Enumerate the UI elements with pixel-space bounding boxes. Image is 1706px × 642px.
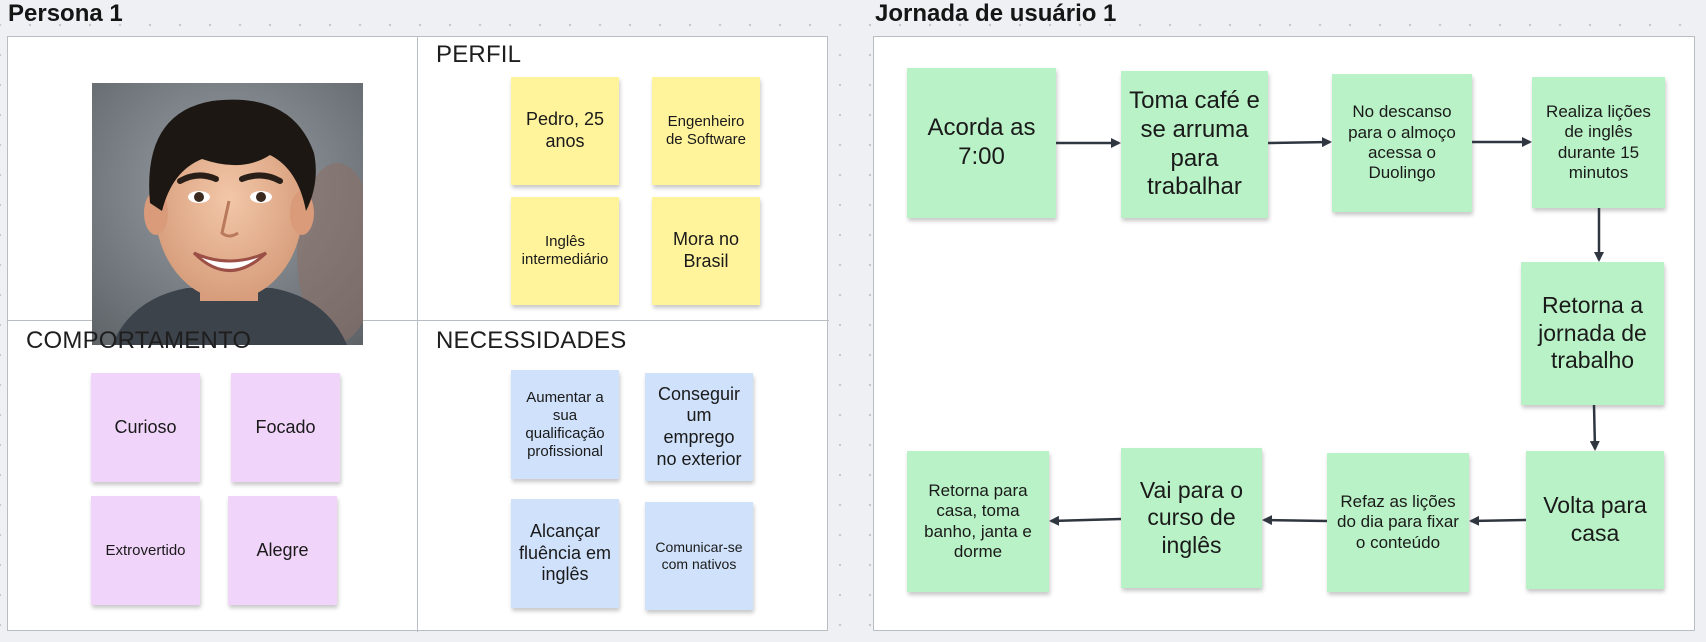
journey-step[interactable]: No descanso para o almoço acessa o Duoli… <box>1332 74 1472 212</box>
journey-step[interactable]: Refaz as lições do dia para fixar o cont… <box>1327 453 1469 592</box>
sticky-note-comportamento[interactable]: Focado <box>231 373 340 482</box>
comportamento-label: COMPORTAMENTO <box>26 327 252 354</box>
journey-step-text: Acorda as 7:00 <box>927 114 1036 170</box>
persona-frame[interactable]: PERFIL Pedro, 25 anos Engenheiro de Soft… <box>7 36 829 632</box>
necessidades-label: NECESSIDADES <box>436 327 627 354</box>
sticky-note-text: Conseguir um emprego no exterior <box>656 383 742 469</box>
arrow-left-icon <box>1049 515 1122 526</box>
person-photo-icon[interactable] <box>92 83 363 345</box>
journey-step[interactable]: Volta para casa <box>1526 451 1664 589</box>
sticky-note-necessidades[interactable]: Aumentar a sua qualificação profissional <box>511 370 619 479</box>
journey-step[interactable]: Retorna a jornada de trabalho <box>1521 262 1664 405</box>
persona-divider-vertical <box>417 37 418 632</box>
sticky-note-necessidades[interactable]: Comunicar-se com nativos <box>645 502 753 610</box>
sticky-note-text: Curioso <box>114 416 177 437</box>
journey-step[interactable]: Vai para o curso de inglês <box>1121 448 1262 588</box>
journey-step[interactable]: Acorda as 7:00 <box>907 68 1056 218</box>
journey-step-text: Toma café e se arruma para trabalhar <box>1129 86 1260 201</box>
journey-step[interactable]: Retorna para casa, toma banho, janta e d… <box>907 451 1049 592</box>
sticky-note-necessidades[interactable]: Alcançar fluência em inglês <box>511 499 619 608</box>
sticky-note-comportamento[interactable]: Curioso <box>91 373 200 482</box>
sticky-note-text: Engenheiro de Software <box>665 113 747 148</box>
perfil-label: PERFIL <box>436 41 522 68</box>
sticky-note-text: Inglês intermediário <box>521 233 609 268</box>
sticky-note-comportamento[interactable]: Alegre <box>228 496 337 605</box>
journey-step-text: No descanso para o almoço acessa o Duoli… <box>1348 102 1456 183</box>
persona-divider-horizontal <box>8 320 829 321</box>
sticky-note-perfil[interactable]: Engenheiro de Software <box>652 77 760 185</box>
sticky-note-perfil[interactable]: Pedro, 25 anos <box>511 77 619 185</box>
sticky-note-perfil[interactable]: Inglês intermediário <box>511 197 619 305</box>
journey-step-text: Retorna para casa, toma banho, janta e d… <box>924 480 1032 561</box>
journey-step-text: Realiza lições de inglês durante 15 minu… <box>1546 101 1651 182</box>
sticky-note-text: Alegre <box>256 539 309 560</box>
journey-frame-title: Jornada de usuário 1 <box>875 0 1117 27</box>
arrow-down-icon <box>1589 404 1600 451</box>
journey-step-text: Retorna a jornada de trabalho <box>1538 292 1647 374</box>
sticky-note-text: Alcançar fluência em inglês <box>518 521 612 585</box>
sticky-note-text: Pedro, 25 anos <box>525 109 605 151</box>
journey-step-text: Refaz as lições do dia para fixar o cont… <box>1337 491 1459 552</box>
sticky-note-perfil[interactable]: Mora no Brasil <box>652 197 760 305</box>
journey-step-text: Volta para casa <box>1543 492 1647 546</box>
sticky-note-text: Aumentar a sua qualificação profissional <box>525 388 605 460</box>
sticky-note-text: Extrovertido <box>105 541 186 559</box>
sticky-note-text: Comunicar-se com nativos <box>655 539 743 572</box>
sticky-note-text: Focado <box>255 416 316 437</box>
journey-step[interactable]: Toma café e se arruma para trabalhar <box>1121 71 1268 218</box>
persona-frame-title: Persona 1 <box>8 0 123 27</box>
arrow-right-icon <box>1267 137 1332 148</box>
journey-step[interactable]: Realiza lições de inglês durante 15 minu… <box>1532 77 1665 208</box>
arrow-left-icon <box>1469 515 1527 526</box>
sticky-note-comportamento[interactable]: Extrovertido <box>91 496 200 605</box>
sticky-note-text: Mora no Brasil <box>672 229 740 271</box>
sticky-note-necessidades[interactable]: Conseguir um emprego no exterior <box>645 373 753 481</box>
arrow-left-icon <box>1262 515 1328 526</box>
journey-step-text: Vai para o curso de inglês <box>1139 476 1244 558</box>
